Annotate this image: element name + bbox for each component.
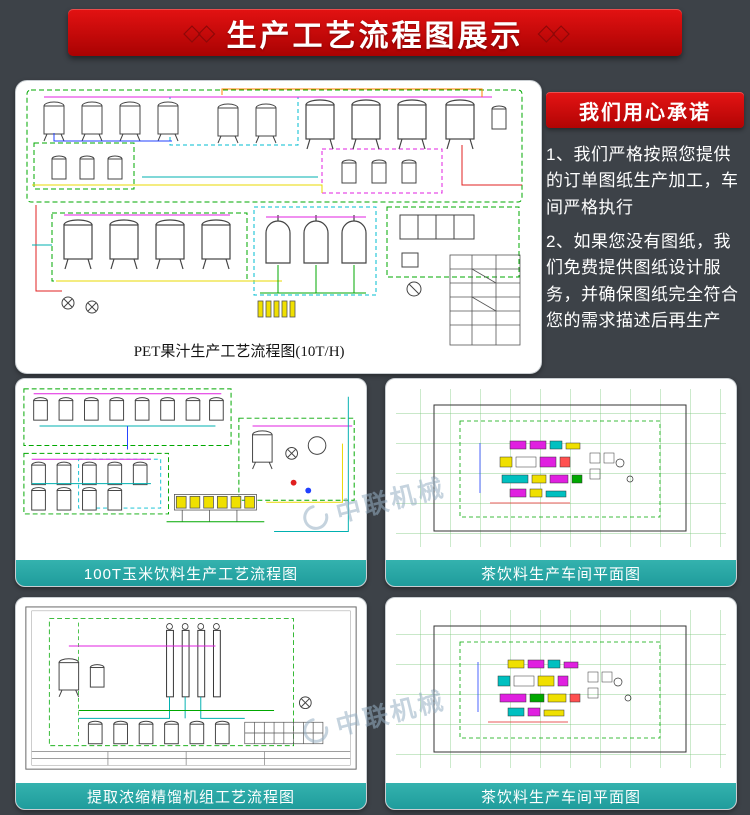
promise-paragraph-2: 2、如果您没有图纸，我们免费提供图纸设计服务，并确保图纸完全符合您的需求描述后再…	[546, 232, 739, 331]
tea-plan-diagram-2	[396, 610, 726, 768]
promise-paragraph-1: 1、我们严格按照您提供的订单图纸生产加工，车间严格执行	[546, 145, 739, 217]
diamond-ornament-left-icon: ◇◇	[183, 19, 215, 45]
page-title: 生产工艺流程图展示	[226, 19, 524, 53]
corn-flow-diagram	[23, 388, 355, 533]
promise-text: 1、我们严格按照您提供的订单图纸生产加工，车间严格执行 2、如果您没有图纸，我们…	[546, 142, 744, 334]
promise-badge: 我们用心承诺	[546, 92, 744, 128]
pet-diagram-caption: PET果汁生产工艺流程图(10T/H)	[133, 344, 345, 360]
tea-plan-diagram-1	[396, 389, 726, 547]
distill-caption-bar: 提取浓缩精馏机组工艺流程图	[16, 783, 366, 809]
pet-flow-diagram	[26, 88, 523, 346]
distill-diagram-panel: 提取浓缩精馏机组工艺流程图	[15, 597, 367, 810]
promise-section: 我们用心承诺 1、我们严格按照您提供的订单图纸生产加工，车间严格执行 2、如果您…	[546, 92, 744, 342]
pet-diagram-panel: PET果汁生产工艺流程图(10T/H)	[15, 80, 542, 374]
tea-plan-panel-2: 茶饮料生产车间平面图	[385, 597, 737, 810]
diamond-ornament-right-icon: ◇◇	[537, 19, 570, 45]
tea-plan-panel-1: 茶饮料生产车间平面图	[385, 378, 737, 587]
tea-plan-caption-bar-1: 茶饮料生产车间平面图	[386, 560, 736, 586]
corn-diagram-panel: 100T玉米饮料生产工艺流程图	[15, 378, 367, 587]
tea-plan-caption-bar-2: 茶饮料生产车间平面图	[386, 783, 736, 809]
corn-caption-bar: 100T玉米饮料生产工艺流程图	[16, 560, 366, 586]
distill-flow-diagram	[25, 606, 357, 770]
title-banner: ◇◇ 生产工艺流程图展示 ◇◇	[68, 9, 682, 56]
